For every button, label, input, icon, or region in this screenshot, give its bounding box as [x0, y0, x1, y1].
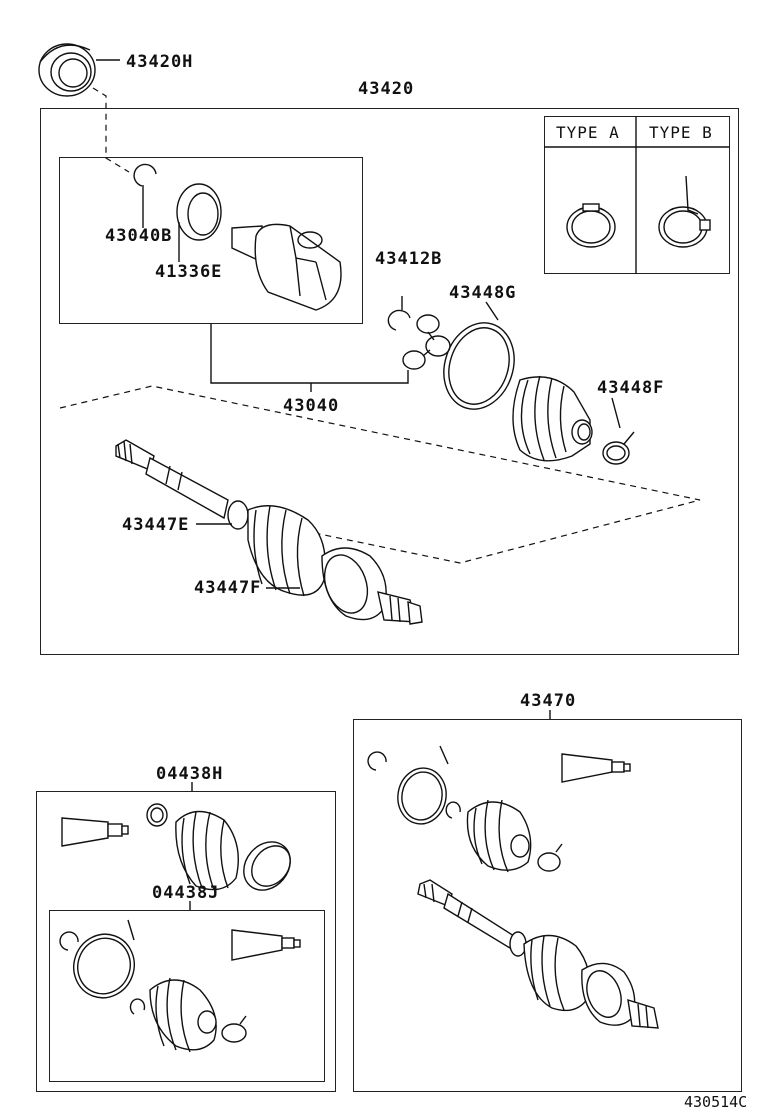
large-boot-clamp-icon — [443, 301, 515, 410]
snap-ring-icon — [133, 163, 157, 187]
inboard-boot-icon — [512, 375, 593, 462]
label-43040B: 43040B — [105, 226, 173, 246]
grease-tube-icon — [61, 817, 129, 847]
inboard-joint-frame — [59, 157, 363, 324]
boot-kit-clamp-icon — [146, 803, 168, 827]
type-b-clamp-icon — [658, 175, 711, 248]
bearing-seal-icon — [38, 43, 96, 97]
label-43447E: 43447E — [122, 515, 190, 535]
shaft-assy-43470-frame — [353, 719, 742, 1092]
label-43420: 43420 — [358, 79, 415, 99]
r-small-clamp-icon — [537, 843, 563, 872]
inner-large-clamp-icon — [73, 919, 135, 999]
r-snap-ring-icon — [367, 751, 387, 771]
type-a-clamp-icon — [566, 203, 616, 248]
label-type-b: TYPE B — [649, 123, 713, 142]
boot-kit-boot-icon — [175, 810, 239, 891]
r-grease-tube-icon — [561, 753, 631, 783]
label-43412B: 43412B — [375, 249, 443, 269]
clamp-type-frame — [544, 116, 730, 274]
inner-boot-icon — [149, 977, 217, 1053]
inner-small-clamp-icon — [221, 1015, 247, 1043]
shaft-assembly-frame — [40, 108, 739, 655]
tripod-snap-icon — [387, 309, 411, 331]
inner-grease-tube-icon — [231, 929, 301, 961]
label-43448F: 43448F — [597, 378, 665, 398]
boot-kit-inner-frame — [49, 910, 325, 1082]
r-boot-icon — [466, 799, 532, 873]
r-large-clamp-icon — [397, 745, 449, 825]
label-43447F: 43447F — [194, 578, 262, 598]
tulip-joint-icon — [231, 223, 342, 311]
label-43040: 43040 — [283, 396, 340, 416]
boot-kit-outer-frame — [36, 791, 336, 1092]
label-type-a: TYPE A — [556, 123, 620, 142]
small-boot-clamp-icon — [602, 431, 635, 465]
label-43420H: 43420H — [126, 52, 194, 72]
drive-shaft-icon — [115, 439, 423, 625]
tripod-icon — [402, 314, 451, 370]
r-small-ring-icon — [445, 801, 461, 819]
inner-small-ring-icon — [129, 998, 146, 1015]
r-shaft-icon — [417, 879, 659, 1029]
outer-ring-icon — [176, 183, 222, 241]
label-43448G: 43448G — [449, 283, 517, 303]
boot-kit-ring-icon — [243, 841, 291, 891]
label-43470: 43470 — [520, 691, 577, 711]
label-04438J: 04438J — [152, 883, 220, 903]
inner-snap-ring-icon — [59, 931, 79, 951]
diagram-code: 430514C — [684, 1093, 748, 1111]
label-41336E: 41336E — [155, 262, 223, 282]
label-04438H: 04438H — [156, 764, 224, 784]
